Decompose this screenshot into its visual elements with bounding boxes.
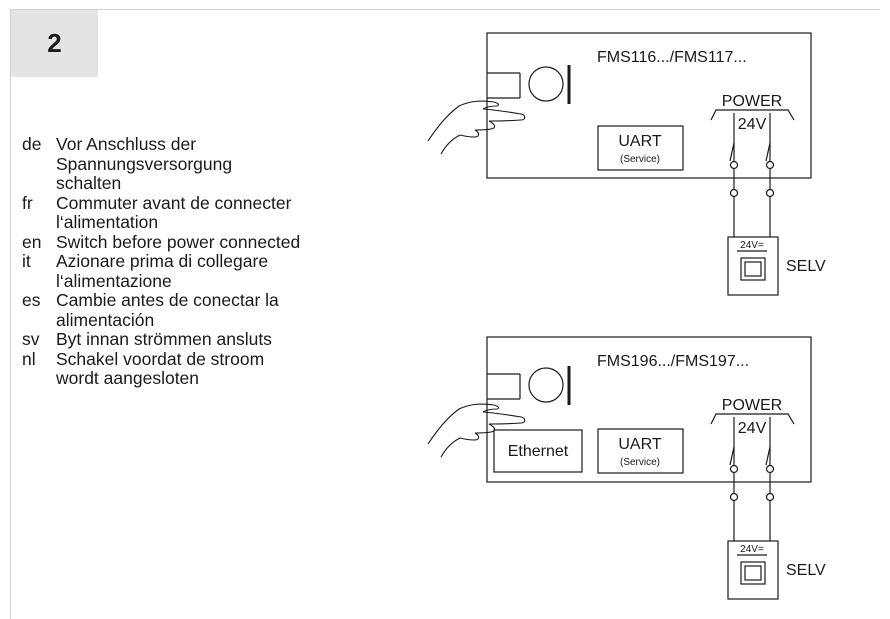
top-border xyxy=(10,9,880,10)
uart-sublabel: (Service) xyxy=(620,457,660,468)
instruction-es: es Cambie antes de conectar la alimentac… xyxy=(22,290,367,330)
instruction-list: de Vor Anschluss der Spannungsversorgung… xyxy=(22,134,367,389)
instruction-text: Byt innan strömmen ansluts xyxy=(56,329,272,349)
power-bracket xyxy=(710,109,795,121)
uart-label: UART xyxy=(618,436,661,453)
instruction-fr: fr Commuter avant de connecter l‘aliment… xyxy=(22,192,367,233)
power-voltage: 24V xyxy=(738,116,767,133)
ethernet-label: Ethernet xyxy=(508,443,569,460)
uart-sublabel: (Service) xyxy=(620,154,660,165)
device-housing xyxy=(486,32,812,179)
power-label: POWER xyxy=(722,93,782,110)
instruction-text: Vor Anschluss der Spannungsversorgung sc… xyxy=(56,134,233,193)
instruction-text: Azionare prima di collegare l‘alimentazi… xyxy=(56,251,269,291)
lang-code: fr xyxy=(22,192,33,213)
model-label: FMS116.../FMS117... xyxy=(597,49,747,66)
instruction-text: Schakel voordat de stroom wordt aangeslo… xyxy=(56,348,265,388)
left-border xyxy=(10,9,11,619)
power-supply xyxy=(727,540,779,600)
lang-code: nl xyxy=(22,348,36,369)
instruction-text: Switch before power connected xyxy=(56,231,301,252)
instruction-sv: sv Byt innan strömmen ansluts xyxy=(22,329,367,350)
push-button-icon xyxy=(487,366,571,405)
lang-code: sv xyxy=(22,329,40,349)
selv-label: SELV xyxy=(786,562,826,579)
power-voltage: 24V xyxy=(738,420,767,437)
uart-port xyxy=(597,125,684,171)
hand-icon xyxy=(427,100,526,155)
supply-label: 24V= xyxy=(740,544,764,555)
instruction-de: de Vor Anschluss der Spannungsversorgung… xyxy=(22,134,367,194)
diagram-top: FMS116.../FMS117... UART (Service) POWER… xyxy=(427,32,826,296)
lang-code: it xyxy=(22,251,31,271)
power-label: POWER xyxy=(722,397,782,414)
model-label: FMS196.../FMS197... xyxy=(597,353,749,370)
power-bracket xyxy=(710,413,795,425)
instruction-text: Cambie antes de conectar la alimentación xyxy=(56,290,279,330)
selv-label: SELV xyxy=(786,258,826,275)
device-housing xyxy=(486,336,812,483)
supply-label: 24V= xyxy=(740,240,764,251)
step-number: 2 xyxy=(11,10,98,77)
lang-code: en xyxy=(22,231,42,252)
instruction-text: Commuter avant de connecter l‘alimentati… xyxy=(56,192,292,232)
lang-code: de xyxy=(22,134,42,154)
push-button-icon xyxy=(487,65,571,104)
instruction-nl: nl Schakel voordat de stroom wordt aange… xyxy=(22,348,367,389)
hand-icon xyxy=(427,403,526,458)
instruction-it: it Azionare prima di collegare l‘aliment… xyxy=(22,251,367,291)
uart-label: UART xyxy=(618,133,661,150)
lang-code: es xyxy=(22,290,41,310)
ethernet-port xyxy=(493,429,583,473)
uart-port xyxy=(597,428,684,474)
diagram-bottom: FMS196.../FMS197... Ethernet UART (Servi… xyxy=(427,336,826,600)
instruction-en: en Switch before power connected xyxy=(22,231,367,253)
power-supply xyxy=(727,236,779,296)
